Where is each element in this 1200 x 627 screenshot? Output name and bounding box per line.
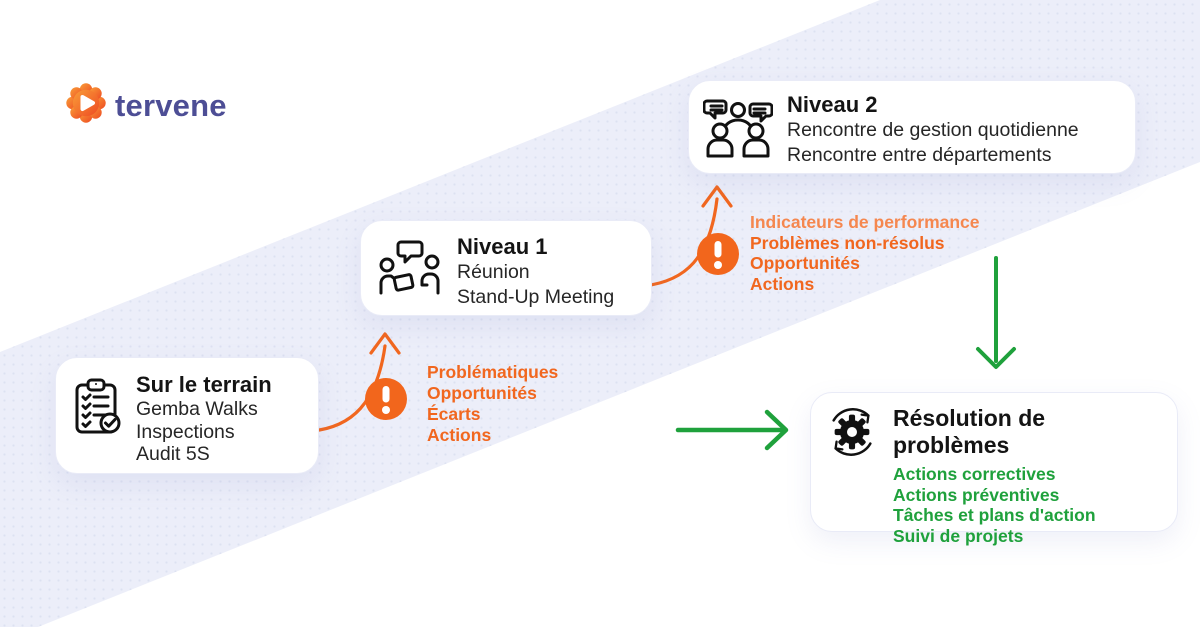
card-title: Niveau 2 xyxy=(787,92,878,117)
team-discussion-icon xyxy=(702,97,774,164)
tervene-logo: tervene xyxy=(66,83,227,128)
flow-item: Opportunités xyxy=(750,253,860,273)
tervene-logo-icon xyxy=(66,83,106,128)
card-line: Gemba Walks xyxy=(136,398,258,420)
card-text: Niveau 1 Réunion Stand-Up Meeting xyxy=(457,233,614,310)
flow-items-terrain-to-niveau1: Problématiques Opportunités Écarts Actio… xyxy=(427,362,558,446)
card-line: Tâches et plans d'action xyxy=(893,505,1096,525)
card-line: Rencontre entre départements xyxy=(787,144,1052,166)
card-line: Stand-Up Meeting xyxy=(457,286,615,308)
flow-item: Actions xyxy=(750,273,815,294)
card-line: Actions préventives xyxy=(893,484,1060,505)
clipboard-checklist-icon xyxy=(72,378,122,441)
flow-item: Problématiques xyxy=(427,362,559,382)
card-line: Actions correctives xyxy=(893,464,1056,484)
card-text: Niveau 2 Rencontre de gestion quotidienn… xyxy=(787,91,1079,168)
card-text: Sur le terrain Gemba Walks Inspections A… xyxy=(136,371,272,466)
card-niveau-2: Niveau 2 Rencontre de gestion quotidienn… xyxy=(688,80,1136,174)
card-sur-le-terrain: Sur le terrain Gemba Walks Inspections A… xyxy=(55,357,319,474)
card-text: Résolution de problèmes Actions correcti… xyxy=(893,405,1163,546)
flow-item: Actions xyxy=(427,425,492,445)
card-line: Suivi de projets xyxy=(893,525,1024,546)
card-line: Inspections xyxy=(136,420,235,443)
card-title: Niveau 1 xyxy=(457,234,548,259)
card-title: Résolution de problèmes xyxy=(893,405,1046,458)
green-arrow-to-resolution xyxy=(675,409,789,451)
card-line: Audit 5S xyxy=(136,443,210,465)
flow-item: Écarts xyxy=(427,404,481,424)
flow-item: Opportunités xyxy=(427,383,537,403)
gear-cycle-icon xyxy=(825,405,879,464)
standup-meeting-icon xyxy=(377,239,443,302)
flow-item: Indicateurs de performance xyxy=(750,212,980,232)
flow-items-niveau1-to-niveau2: Indicateurs de performance Problèmes non… xyxy=(750,212,980,294)
card-line: Réunion xyxy=(457,261,530,283)
card-resolution-de-problemes: Résolution de problèmes Actions correcti… xyxy=(810,392,1178,546)
card-line: Rencontre de gestion quotidienne xyxy=(787,119,1079,141)
logo-wordmark: tervene xyxy=(115,88,227,123)
card-niveau-1: Niveau 1 Réunion Stand-Up Meeting xyxy=(360,220,652,316)
flow-item: Problèmes non-résolus xyxy=(750,232,945,253)
green-arrow-niveau2-to-resolution xyxy=(976,256,1016,369)
card-title: Sur le terrain xyxy=(136,372,272,397)
